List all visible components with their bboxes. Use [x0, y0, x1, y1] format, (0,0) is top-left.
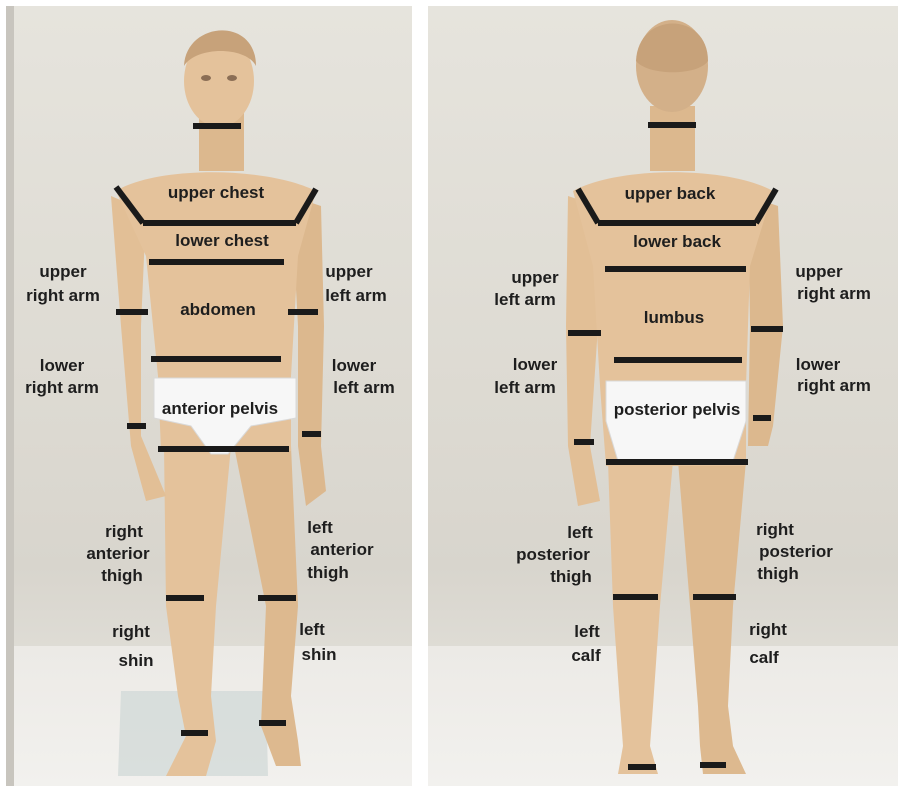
front-eye [227, 75, 237, 81]
label-right-calf-line1: right [749, 619, 787, 641]
back-view-panel: upper back lower back lumbus posterior p… [428, 6, 898, 786]
front-eye [201, 75, 211, 81]
label-upper-chest: upper chest [168, 182, 264, 204]
label-left-calf-line1: left [574, 621, 600, 643]
back-underwear [606, 381, 746, 461]
front-view-panel: upper chest lower chest abdomen anterior… [6, 6, 412, 786]
label-posterior-pelvis: posterior pelvis [614, 399, 741, 421]
label-lower-right-arm-line1: lower [796, 354, 840, 376]
label-lower-left-arm-line1: lower [332, 355, 376, 377]
label-lower-left-arm-line1: lower [513, 354, 557, 376]
label-lower-chest: lower chest [175, 230, 269, 252]
label-lower-right-arm-line1: lower [40, 355, 84, 377]
label-left-anterior-thigh-line3: thigh [307, 562, 349, 584]
label-upper-back: upper back [625, 183, 716, 205]
label-right-calf-line2: calf [749, 647, 778, 669]
label-upper-left-arm-line2: left arm [325, 285, 386, 307]
label-upper-left-arm-line1: upper [325, 261, 372, 283]
label-lower-left-arm-line2: left arm [494, 377, 555, 399]
label-right-posterior-thigh-line3: thigh [757, 563, 799, 585]
label-left-shin-line2: shin [302, 644, 337, 666]
label-upper-right-arm-line1: upper [795, 261, 842, 283]
label-upper-left-arm-line2: left arm [494, 289, 555, 311]
label-upper-right-arm-line2: right arm [797, 283, 871, 305]
label-right-shin-line1: right [112, 621, 150, 643]
label-left-posterior-thigh-line3: thigh [550, 566, 592, 588]
back-right-leg [678, 461, 746, 774]
label-lower-right-arm-line2: right arm [25, 377, 99, 399]
label-right-anterior-thigh-line1: right [105, 521, 143, 543]
label-left-anterior-thigh-line1: left [307, 517, 333, 539]
label-lower-right-arm-line2: right arm [797, 375, 871, 397]
label-abdomen: abdomen [180, 299, 256, 321]
label-right-anterior-thigh-line2: anterior [86, 543, 149, 565]
label-right-posterior-thigh-line2: posterior [759, 541, 833, 563]
label-right-anterior-thigh-line3: thigh [101, 565, 143, 587]
back-left-leg [608, 461, 673, 774]
label-upper-left-arm-line1: upper [511, 267, 558, 289]
label-anterior-pelvis: anterior pelvis [162, 398, 278, 420]
label-left-shin-line1: left [299, 619, 325, 641]
label-lower-back: lower back [633, 231, 721, 253]
back-neck [650, 106, 695, 171]
label-left-anterior-thigh-line2: anterior [310, 539, 373, 561]
label-right-shin-line2: shin [119, 650, 154, 672]
label-right-posterior-thigh-line1: right [756, 519, 794, 541]
label-upper-right-arm-line2: right arm [26, 285, 100, 307]
label-lumbus: lumbus [644, 307, 704, 329]
label-left-posterior-thigh-line2: posterior [516, 544, 590, 566]
label-left-posterior-thigh-line1: left [567, 522, 593, 544]
label-upper-right-arm-line1: upper [39, 261, 86, 283]
label-left-calf-line2: calf [571, 645, 600, 667]
label-lower-left-arm-line2: left arm [333, 377, 394, 399]
back-hair [636, 24, 708, 73]
